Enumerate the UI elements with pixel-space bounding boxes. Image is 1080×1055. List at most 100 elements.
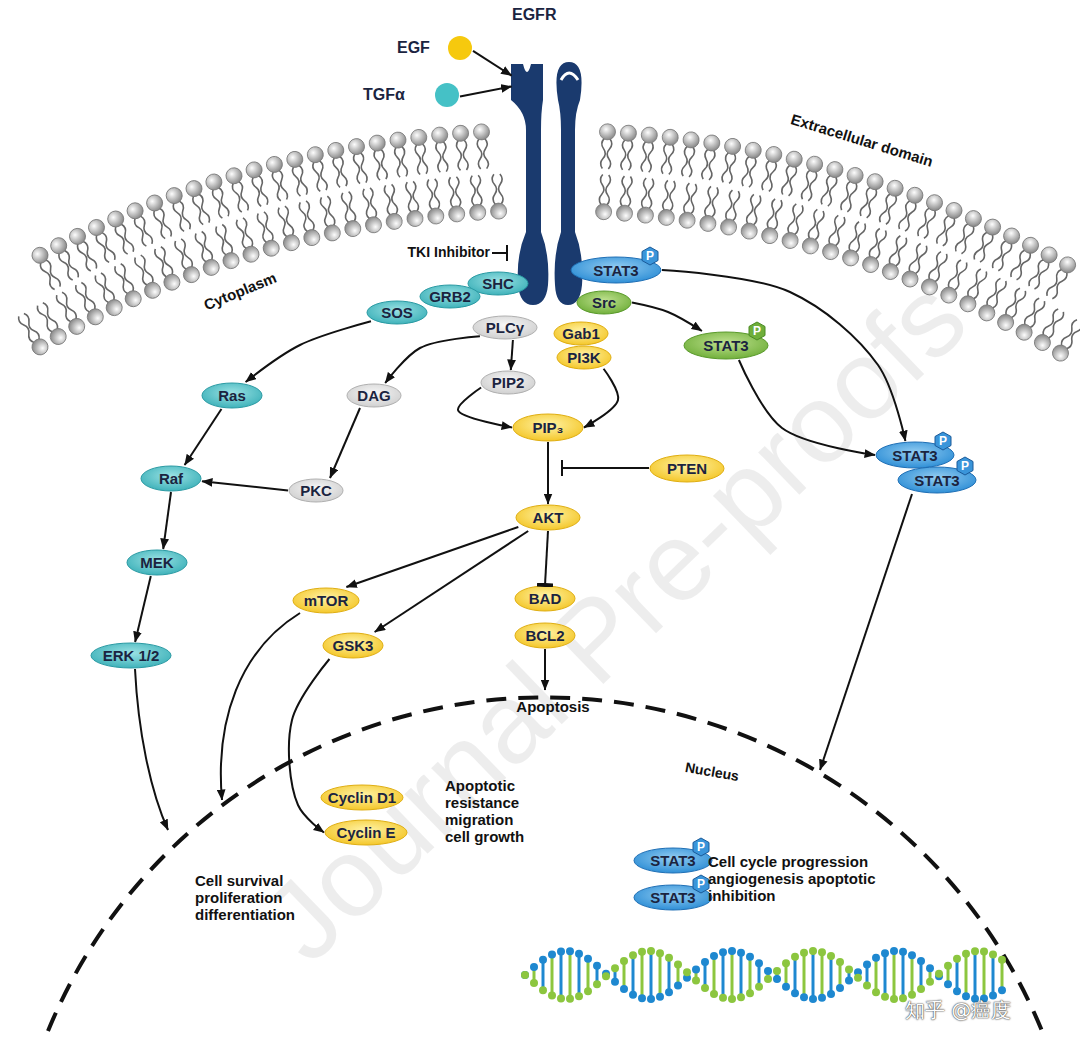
protein-oval: STAT3P xyxy=(633,847,713,874)
outcome-label: Apoptosis xyxy=(516,698,589,715)
strand-dot xyxy=(719,994,727,1002)
lipid-tail xyxy=(470,175,476,205)
lipid xyxy=(410,129,431,176)
base-pair xyxy=(881,949,889,1001)
lipid-tail xyxy=(687,147,695,177)
base-bar xyxy=(965,954,968,996)
lipid-head xyxy=(1057,254,1079,276)
lipid-head xyxy=(885,178,905,198)
base-pair xyxy=(521,971,529,979)
protein-oval: BCL2 xyxy=(514,622,576,649)
lipid-head xyxy=(616,205,633,222)
lipid-head xyxy=(29,336,51,358)
strand-dot xyxy=(881,993,889,1001)
strand-dot xyxy=(539,956,547,964)
arrow-connector xyxy=(547,442,549,504)
base-pair xyxy=(557,947,565,1002)
base-pair xyxy=(944,962,952,989)
strand-dot xyxy=(674,960,682,968)
lipid-head xyxy=(406,210,424,228)
lipid xyxy=(856,172,885,220)
protein-oval: STAT3P xyxy=(633,884,713,911)
lipid-tail xyxy=(721,152,730,182)
lipid-head xyxy=(261,238,281,258)
lipid-tail xyxy=(237,181,249,211)
strand-dot xyxy=(890,947,898,955)
lipid-head xyxy=(905,185,926,206)
lipid-head xyxy=(86,217,107,238)
molecule-oval: DAG xyxy=(346,383,402,408)
lipid-tail xyxy=(415,144,422,174)
strand-dot xyxy=(620,957,628,965)
phospho-label: P xyxy=(955,456,975,476)
lipid-head xyxy=(1038,244,1060,266)
lipid-head xyxy=(490,203,507,220)
node-label: PTEN xyxy=(649,454,725,483)
lipid-tail xyxy=(701,149,710,179)
protein-ellipse xyxy=(141,466,201,491)
strand-dot xyxy=(629,991,637,999)
base-bar xyxy=(722,952,725,998)
lipid-tail xyxy=(74,284,91,313)
base-pair xyxy=(602,970,610,981)
lipid xyxy=(758,145,783,192)
strand-dot xyxy=(890,995,898,1003)
lipid-tail xyxy=(1042,308,1060,336)
strand-dot xyxy=(530,979,538,987)
lipid-tail xyxy=(848,221,861,251)
outcome-note: Cell survival proliferation differentiat… xyxy=(195,872,320,923)
lipid xyxy=(326,141,350,188)
base-bar xyxy=(551,954,554,995)
strand-dot xyxy=(638,948,646,956)
lipid xyxy=(151,245,183,293)
lipid-head xyxy=(740,222,759,241)
protein-ellipse xyxy=(202,383,262,408)
strand-dot xyxy=(593,962,601,970)
strand-dot xyxy=(908,991,916,999)
base-bar xyxy=(587,959,590,991)
lipid-head xyxy=(661,128,679,146)
node-label: Cyclin D1 xyxy=(320,784,404,811)
node-shape xyxy=(505,4,587,306)
lipid-head xyxy=(125,200,146,221)
arrow-connector xyxy=(511,340,513,370)
arrow-connector xyxy=(246,321,371,382)
base-pair xyxy=(746,953,754,997)
lipid-head xyxy=(244,160,264,180)
phospho-badge: P xyxy=(747,321,767,341)
node-label: PIP₃ xyxy=(512,413,584,442)
base-pair xyxy=(989,950,997,999)
base-bar xyxy=(794,957,797,993)
strand-dot xyxy=(611,964,619,972)
protein-ellipse xyxy=(420,285,480,308)
base-bar xyxy=(983,951,986,998)
protein-oval: GRB2 xyxy=(419,284,481,309)
strand-dot xyxy=(773,967,781,975)
lipid-head xyxy=(845,166,865,186)
base-bar xyxy=(569,951,572,999)
lipid-tail xyxy=(599,174,605,204)
strand-dot xyxy=(665,988,673,996)
lipid-tail xyxy=(787,166,798,196)
lipid xyxy=(988,225,1022,272)
node-label: Ras xyxy=(201,382,263,409)
protein-ellipse xyxy=(513,414,583,441)
strand-dot xyxy=(602,972,610,980)
lipid-tail xyxy=(941,217,956,246)
base-pair xyxy=(719,948,727,1002)
base-pair xyxy=(575,950,583,1000)
base-pair xyxy=(836,958,844,992)
strand-dot xyxy=(647,995,655,1003)
lipid xyxy=(389,131,411,178)
lipid xyxy=(597,123,616,169)
lipid-tail xyxy=(960,225,976,254)
lipid-head xyxy=(323,223,342,242)
lipid xyxy=(1043,254,1079,301)
lipid-head xyxy=(224,166,244,186)
lipid-tail xyxy=(747,157,757,187)
arrow-line xyxy=(820,494,912,770)
lipid-tail xyxy=(947,259,963,288)
ligand-circle xyxy=(448,36,472,60)
base-pair xyxy=(701,958,709,992)
base-pair xyxy=(683,968,691,981)
